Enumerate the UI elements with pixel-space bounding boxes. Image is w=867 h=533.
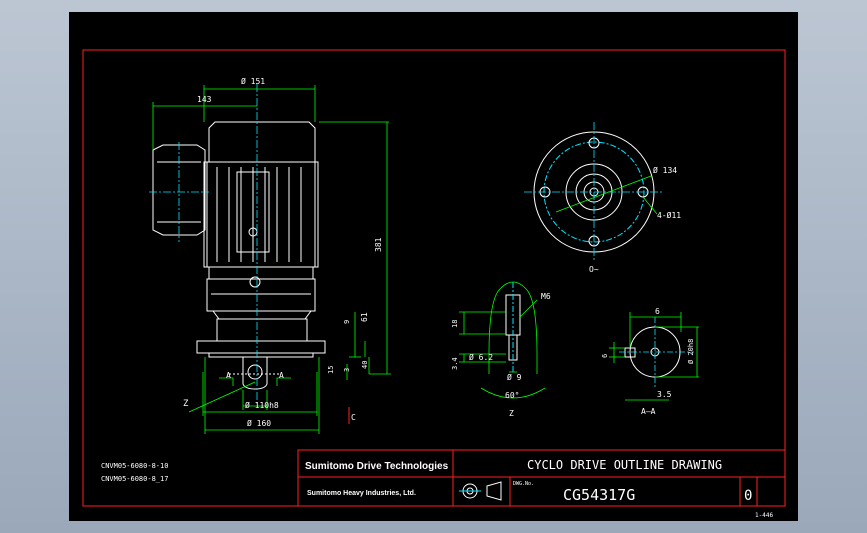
end-view-centerlines [524, 122, 664, 262]
dim-dia-151: Ø 151 [241, 76, 265, 86]
dim-61: 61 [360, 312, 369, 322]
dim-15: 15 [327, 366, 335, 374]
end-view-dimensions [555, 175, 658, 215]
dim-9: 9 [343, 320, 351, 324]
projection-symbol-icon [459, 481, 502, 501]
label-section-a-right: A [279, 371, 284, 380]
dim-dia-160: Ø 160 [247, 418, 271, 428]
side-view [152, 121, 326, 390]
dim-dia-134: Ø 134 [653, 165, 677, 175]
sheet-number: 1-446 [755, 512, 773, 519]
label-view-o: O~ [589, 265, 599, 274]
dim-angle-60: 60° [505, 391, 519, 400]
drawing-number: CG54317G [563, 486, 635, 504]
dim-40: 40 [361, 361, 369, 369]
dim-dia-20h8: Ø 20h8 [687, 339, 695, 364]
drawing-border [82, 49, 786, 507]
section-aa-dimensions [609, 312, 699, 401]
dim-381: 381 [374, 237, 383, 252]
dim-3-5: 3.5 [657, 390, 672, 399]
revision: 0 [744, 488, 752, 504]
title-block [297, 449, 786, 507]
dim-3-4: 3.4 [451, 357, 459, 370]
brand-name: Sumitomo Drive Technologies [305, 461, 449, 472]
side-view-dimensions [152, 85, 391, 434]
detail-z-outline [459, 281, 546, 399]
dim-dia-110h8: Ø 110h8 [245, 400, 279, 410]
dim-3: 3 [343, 368, 351, 372]
dim-18: 18 [451, 320, 459, 328]
side-view-centerlines [149, 84, 258, 404]
dim-dia-9: Ø 9 [507, 372, 522, 382]
dim-key-6-top: 6 [655, 307, 660, 316]
dim-holes-4x11: 4-Ø11 [657, 210, 681, 220]
label-z-main: Z [183, 399, 189, 409]
drawing-title: CYCLO DRIVE OUTLINE DRAWING [527, 458, 722, 472]
dim-tap-m6: M6 [541, 292, 551, 301]
detail-z [505, 282, 521, 372]
section-aa-lines [619, 317, 694, 387]
label-section-a-left: A [226, 371, 231, 380]
drawing-canvas: Ø 151 143 381 61 9 40 15 3 Ø 110h8 Ø 160… [82, 49, 786, 519]
note-line-2: CNVM05-6080-8_17 [101, 475, 168, 483]
note-line-1: CNVM05-6080-8-10 [101, 462, 168, 470]
dim-dia-6-2: Ø 6.2 [469, 352, 493, 362]
label-section-aa: A—A [641, 407, 656, 416]
label-z-detail: Z [509, 409, 514, 418]
company-name: Sumitomo Heavy Industries, Ltd. [307, 490, 416, 497]
label-view-c: C [351, 413, 356, 422]
dim-143: 143 [197, 95, 212, 104]
dim-key-6-side: 6 [601, 354, 609, 358]
dwg-no-label: DWG.No. [513, 481, 534, 487]
cad-viewport[interactable]: Ø 151 143 381 61 9 40 15 3 Ø 110h8 Ø 160… [69, 12, 798, 521]
